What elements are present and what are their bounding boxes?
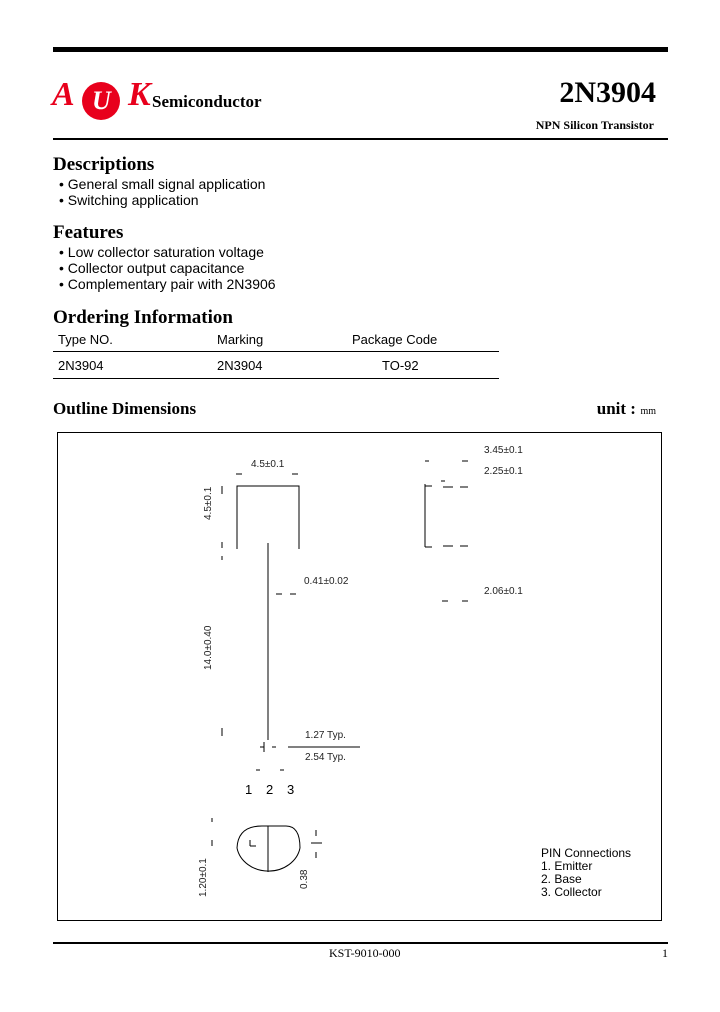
- list-item: 3. Collector: [541, 885, 602, 899]
- unit-indicator: unit : mm: [597, 399, 656, 419]
- header-rule: [53, 138, 668, 140]
- list-item: Low collector saturation voltage: [59, 244, 276, 260]
- dim-side-width: 3.45±0.1: [484, 445, 523, 456]
- dim-body-height: 4.5±0.1: [203, 486, 214, 520]
- descriptions-heading: Descriptions: [53, 154, 155, 175]
- footer-rule: [53, 942, 668, 944]
- cell-package: TO-92: [382, 358, 419, 373]
- features-list: Low collector saturation voltage Collect…: [59, 244, 276, 292]
- outline-heading: Outline Dimensions: [53, 399, 197, 418]
- list-item: General small signal application: [59, 176, 266, 192]
- list-item: Collector output capacitance: [59, 260, 276, 276]
- logo-letter-k: K: [128, 76, 151, 113]
- descriptions-list: General small signal application Switchi…: [59, 176, 266, 208]
- pin-number-3: 3: [287, 782, 295, 797]
- col-header-marking: Marking: [217, 332, 264, 347]
- list-item: Complementary pair with 2N3906: [59, 276, 276, 292]
- dim-side-lead: 2.06±0.1: [484, 586, 523, 597]
- unit-label: unit :: [596, 399, 636, 418]
- pin-connections: PIN Connections 1. Emitter 2. Base 3. Co…: [541, 847, 631, 899]
- dim-body-width: 4.5±0.1: [251, 459, 285, 470]
- logo-letter-a: A: [52, 76, 75, 113]
- list-item: Switching application: [59, 192, 265, 208]
- cell-marking: 2N3904: [217, 358, 263, 373]
- pin-connections-title: PIN Connections: [541, 846, 632, 860]
- ordering-heading: Ordering Information: [53, 307, 233, 328]
- cell-type: 2N3904: [58, 358, 104, 373]
- dim-span: 2.54 Typ.: [305, 752, 346, 763]
- dim-bottom-thickness: 0.38: [299, 869, 310, 889]
- top-rule: [53, 47, 668, 52]
- dim-bottom-height: 1.20±0.1: [198, 858, 209, 897]
- logo-letter-u: U: [92, 86, 111, 115]
- footer-doc-code: KST-9010-000: [329, 946, 401, 960]
- list-item: 2. Base: [541, 872, 582, 886]
- logo-circle: U: [82, 82, 120, 120]
- features-heading: Features: [53, 222, 124, 243]
- dim-lead-width: 0.41±0.02: [304, 576, 349, 587]
- part-subtitle: NPN Silicon Transistor: [535, 118, 654, 132]
- outline-drawing-frame: [57, 432, 662, 921]
- col-header-type: Type NO.: [58, 332, 113, 347]
- front-body-outline: [236, 485, 300, 549]
- unit-value: mm: [640, 406, 656, 417]
- table-row: 2N3904 2N3904 TO-92: [53, 352, 499, 379]
- dim-pitch: 1.27 Typ.: [305, 730, 346, 741]
- col-header-package: Package Code: [352, 332, 438, 347]
- logo-semiconductor-text: Semiconductor: [152, 92, 262, 111]
- dim-lead-length: 14.0±0.40: [203, 625, 214, 670]
- part-number: 2N3904: [559, 76, 656, 109]
- ordering-table: Type NO. Marking Package Code 2N3904 2N3…: [53, 331, 499, 379]
- footer-page-number: 1: [662, 946, 668, 960]
- ordering-header-row: Type NO. Marking Package Code: [53, 331, 499, 352]
- pin-number-1: 1: [245, 782, 253, 797]
- pin-number-2: 2: [266, 782, 274, 797]
- list-item: 1. Emitter: [541, 859, 593, 873]
- dim-side-inner: 2.25±0.1: [484, 466, 523, 477]
